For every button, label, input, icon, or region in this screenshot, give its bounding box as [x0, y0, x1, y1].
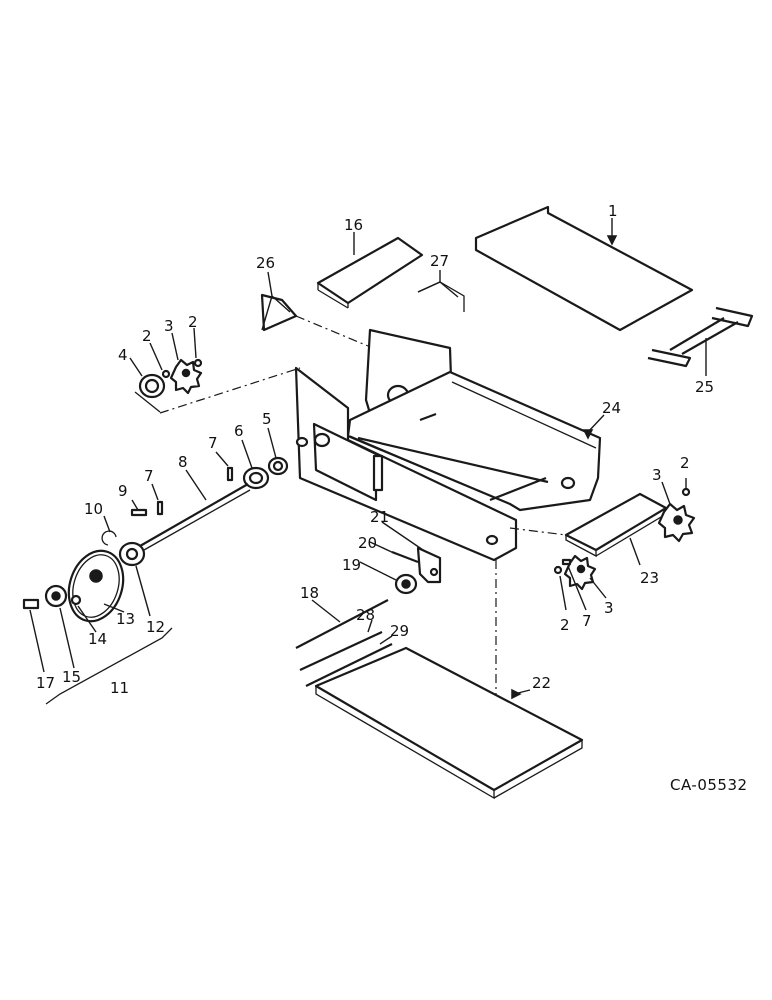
callout-2-upper-left-a: 2	[142, 327, 152, 345]
callout-23: 23	[640, 569, 659, 587]
callout-2-right-lower: 2	[560, 616, 570, 634]
callout-labels: 1 16 26 27 25 24 2 3 2 4 5 6 7 8 7 9 10 …	[36, 202, 714, 697]
callout-26: 26	[256, 254, 275, 272]
sprocket-group	[22, 499, 173, 705]
callout-6: 6	[234, 422, 244, 440]
callout-7-lower: 7	[144, 467, 154, 485]
center-bracket-group	[359, 521, 442, 595]
callout-8: 8	[178, 453, 188, 471]
callout-14: 14	[88, 630, 107, 648]
callout-4: 4	[118, 346, 128, 364]
part-26-bracket	[260, 271, 369, 347]
callout-19: 19	[342, 556, 361, 574]
drawing-code: CA-05532	[670, 776, 748, 794]
callout-25: 25	[695, 378, 714, 396]
part-22-bottom-tray	[314, 646, 584, 800]
callout-22: 22	[532, 674, 551, 692]
part-24-main-frame	[159, 328, 605, 790]
part-3-hub-upper-right	[657, 481, 696, 543]
callout-11: 11	[110, 679, 129, 697]
callout-29: 29	[390, 622, 409, 640]
callout-13: 13	[116, 610, 135, 628]
callout-2-upper-left-b: 2	[188, 313, 198, 331]
callout-24: 24	[602, 399, 621, 417]
callout-21: 21	[370, 508, 389, 526]
callout-20: 20	[358, 534, 377, 552]
callout-12: 12	[146, 618, 165, 636]
callout-3-upper-left: 3	[164, 317, 174, 335]
right-pins	[553, 478, 691, 611]
part-27-bracket	[417, 270, 465, 312]
callout-5: 5	[262, 410, 272, 428]
shaft-group	[139, 427, 289, 551]
part-3-hub-lower-right	[563, 554, 607, 599]
callout-7-right: 7	[582, 612, 592, 630]
callout-27: 27	[430, 252, 449, 270]
callout-1: 1	[608, 202, 618, 220]
callout-10: 10	[84, 500, 103, 518]
callout-7-upper: 7	[208, 434, 218, 452]
callout-28: 28	[356, 606, 375, 624]
callout-17: 17	[36, 674, 55, 692]
callout-2-right-upper: 2	[680, 454, 690, 472]
callout-16: 16	[344, 216, 363, 234]
callout-9: 9	[118, 482, 128, 500]
callout-15: 15	[62, 668, 81, 686]
part-16-small-cover	[316, 232, 424, 309]
part-1-top-cover	[474, 205, 694, 332]
callout-3-right-upper: 3	[652, 466, 662, 484]
callout-3-right-lower: 3	[604, 599, 614, 617]
left-upper-hub-group	[129, 327, 203, 413]
part-25-rail-assembly	[647, 306, 754, 376]
rods-group	[295, 599, 393, 687]
callout-18: 18	[300, 584, 319, 602]
